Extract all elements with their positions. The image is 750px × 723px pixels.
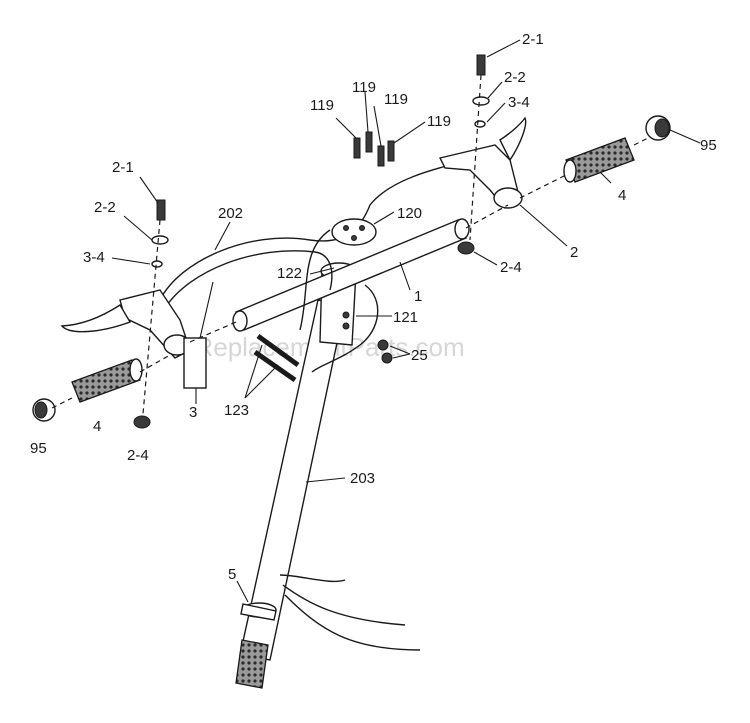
label-119-d: 119 [427, 113, 451, 130]
screws-119 [353, 131, 395, 167]
label-2-2-left: 2-2 [94, 199, 116, 216]
left-fastener-stack [133, 199, 169, 429]
leader-lines [111, 39, 701, 603]
main-tube [235, 299, 346, 689]
label-122: 122 [277, 265, 302, 282]
label-1: 1 [414, 288, 422, 305]
label-2-1-left: 2-1 [112, 159, 134, 176]
label-2-1-right: 2-1 [522, 31, 544, 48]
label-25: 25 [411, 347, 428, 364]
right-grip [563, 115, 671, 183]
right-fastener-stack [457, 54, 490, 255]
label-119-b: 119 [352, 79, 376, 96]
label-120: 120 [397, 205, 422, 222]
label-202: 202 [218, 205, 243, 222]
label-2-right: 2 [570, 244, 578, 261]
left-grip [32, 358, 143, 422]
long-bolts [253, 333, 300, 383]
label-3-4-right: 3-4 [508, 94, 530, 111]
label-3: 3 [189, 404, 197, 421]
part-labels: 2-1 2-2 3-4 95 4 2 2-4 119 119 119 119 1… [30, 31, 717, 583]
head-plate [331, 218, 377, 246]
label-2-4-right: 2-4 [500, 259, 522, 276]
label-3-4-left: 3-4 [83, 249, 105, 266]
label-5: 5 [228, 566, 236, 583]
label-123: 123 [224, 402, 249, 419]
right-lever-assembly [438, 116, 527, 209]
label-4-left: 4 [93, 418, 101, 435]
label-2-4-left: 2-4 [127, 447, 149, 464]
cable-sleeve [183, 337, 207, 389]
label-121: 121 [393, 309, 418, 326]
label-2-2-right: 2-2 [504, 69, 526, 86]
handlebar-crossbar [232, 218, 470, 332]
nuts-25 [377, 339, 393, 364]
label-203: 203 [350, 470, 375, 487]
label-4-right: 4 [618, 187, 626, 204]
assembly-lines [51, 137, 649, 409]
label-119-a: 119 [310, 97, 334, 114]
label-95-right: 95 [700, 137, 717, 154]
label-95-left: 95 [30, 440, 47, 457]
label-119-c: 119 [384, 91, 408, 108]
